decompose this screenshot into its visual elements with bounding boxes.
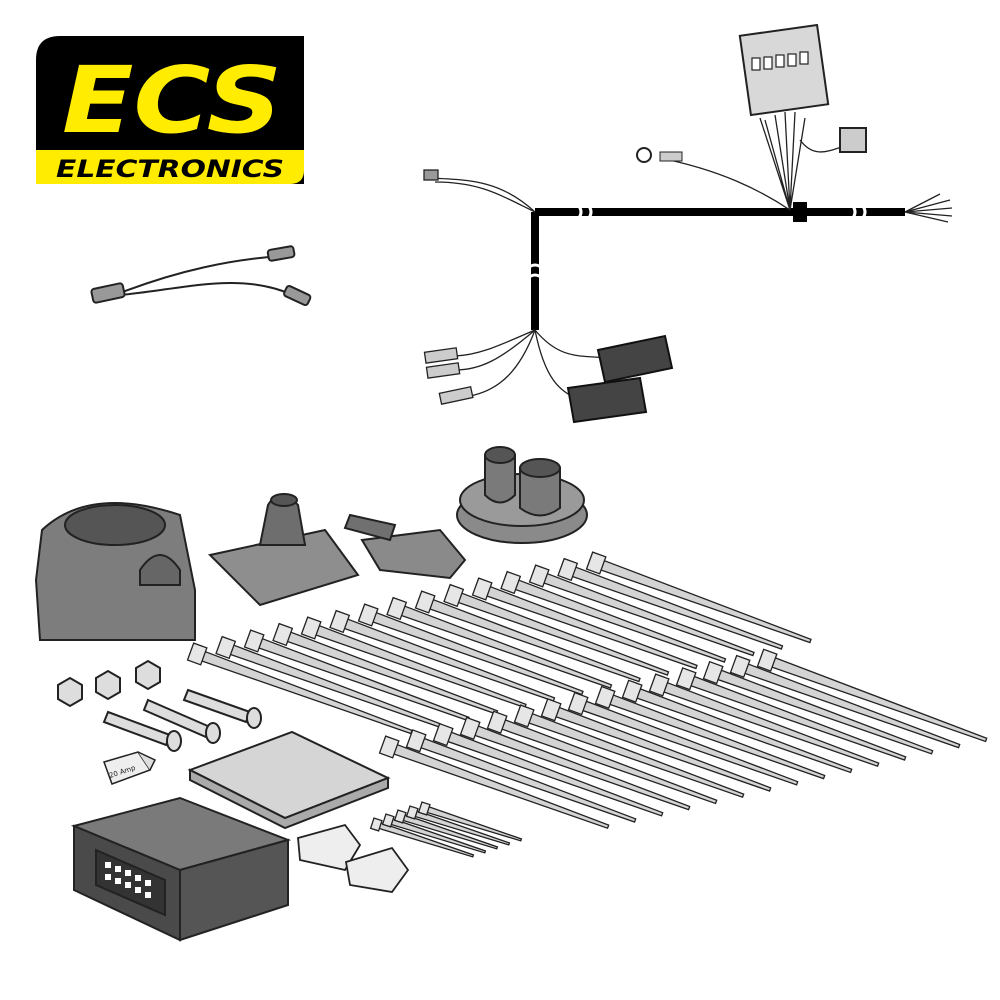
cable-tie: [621, 679, 853, 774]
cable-tie: [540, 698, 772, 792]
bolt: [102, 710, 182, 752]
logo-subtitle: ELECTRONICS: [56, 155, 284, 183]
cable-tie: [528, 564, 755, 657]
cable-ties: [186, 551, 988, 830]
cable-tie: [756, 648, 988, 743]
bolt: [142, 698, 221, 744]
cable-tie: [471, 577, 698, 670]
cable-tie: [357, 603, 584, 696]
cable-tie: [500, 570, 727, 663]
cable-tie: [557, 557, 784, 650]
wiring-harness: [423, 23, 953, 424]
cable-tie: [381, 813, 487, 854]
cable-tie: [386, 596, 613, 689]
cable-tie: [329, 609, 556, 702]
cable-tie: [702, 660, 934, 755]
cable-tie: [513, 704, 745, 799]
ecs-logo: ECS ELECTRONICS: [36, 36, 304, 184]
cable-tie: [567, 691, 799, 786]
small-connectors: [297, 823, 410, 893]
connector-plug: [297, 823, 362, 872]
rubber-seal: [456, 446, 588, 544]
logo-brand: ECS: [62, 47, 282, 154]
connector-plug: [344, 846, 410, 893]
instruction-booklet: [187, 730, 391, 830]
hex-nuts: [57, 659, 161, 708]
socket-gasket: [207, 493, 360, 607]
fuse: 20 Amp: [103, 751, 157, 785]
cable-tie: [378, 735, 610, 830]
small-cable-ties: [369, 801, 523, 858]
cable-tie: [585, 551, 812, 644]
cable-tie: [729, 654, 961, 749]
cable-tie: [393, 809, 499, 850]
hex-nut: [57, 676, 83, 708]
hex-nut: [135, 659, 161, 691]
tow-bar-socket: [34, 502, 196, 641]
cable-tie: [432, 722, 664, 817]
control-module: [70, 796, 292, 942]
cable-tie: [648, 673, 880, 768]
cable-tie: [369, 817, 475, 858]
cable-tie: [675, 667, 907, 761]
cable-tie: [414, 590, 641, 683]
multi-pin-connector: [738, 23, 830, 117]
bolts: [102, 688, 262, 752]
cable-tie: [186, 642, 413, 735]
cable-tie: [417, 801, 523, 842]
cable-tie: [405, 729, 637, 823]
cable-tie: [443, 583, 670, 676]
cable-tie: [459, 716, 691, 811]
bolt: [182, 688, 262, 729]
cable-tie: [594, 685, 826, 780]
y-adapter-cable: [90, 245, 312, 307]
hex-nut: [95, 669, 121, 701]
cable-tie: [405, 805, 511, 846]
cable-tie: [486, 710, 718, 805]
cable-grommet: [343, 513, 467, 580]
cable-tie: [272, 622, 499, 715]
